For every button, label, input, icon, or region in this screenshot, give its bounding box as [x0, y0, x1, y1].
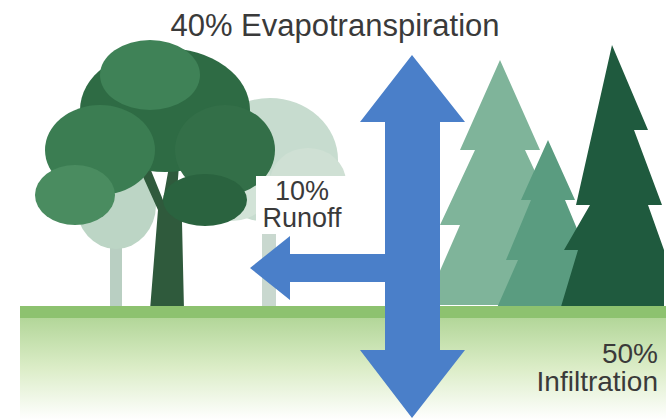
ground: [20, 306, 666, 420]
flow-label: 40% Evapotranspiration: [120, 8, 550, 43]
flow-label: 10% Runoff: [256, 176, 348, 234]
flow-label: 50% Infiltration: [490, 338, 658, 398]
flow-arrows: [250, 55, 465, 418]
deciduous-tree: [35, 40, 275, 310]
grass-strip: [20, 306, 666, 318]
conifer-trees: [425, 45, 664, 310]
